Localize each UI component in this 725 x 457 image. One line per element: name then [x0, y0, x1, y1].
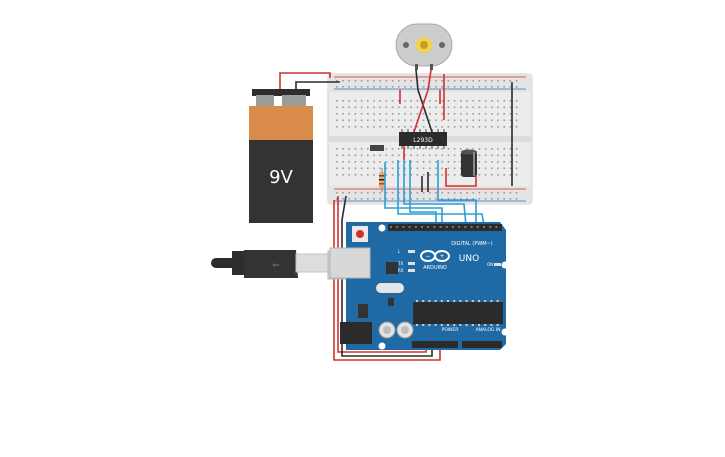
battery-9v[interactable]: 9V	[249, 89, 313, 223]
power-label: POWER	[442, 327, 459, 333]
ic-label: L293D	[413, 137, 433, 144]
crystal	[376, 283, 404, 293]
svg-text:+: +	[439, 253, 444, 260]
digital-header[interactable]	[388, 224, 502, 231]
analog-header[interactable]	[462, 341, 502, 348]
l293d-ic[interactable]: L293D	[399, 129, 447, 149]
voltage-regulator	[358, 304, 368, 318]
power-jack	[340, 322, 372, 344]
svg-text:−: −	[425, 253, 430, 260]
atmega-chip	[413, 302, 503, 324]
tx-led-label: TX	[397, 261, 403, 266]
usb-port	[329, 247, 371, 279]
analog-label: ANALOG IN	[475, 327, 500, 333]
battery-label: 9V	[269, 167, 293, 188]
resistor[interactable]	[379, 168, 385, 192]
l-led-label: L	[398, 249, 401, 254]
arduino-uno[interactable]: DIGITAL (PWM~) − + UNO ARDUINO L TX RX O…	[329, 222, 509, 350]
digital-header-pins	[390, 226, 498, 228]
atmega-pins	[416, 300, 499, 326]
usb-chip	[386, 262, 398, 274]
rx-led-label: RX	[398, 268, 404, 273]
power-header[interactable]	[412, 341, 458, 348]
breadboard-holes	[336, 80, 518, 200]
digital-label: DIGITAL (PWM~)	[451, 241, 493, 247]
arduino-logo-icon: − +	[420, 250, 450, 262]
on-led-label: ON	[487, 262, 493, 267]
arduino-model: UNO	[459, 254, 479, 264]
dc-motor[interactable]	[395, 23, 453, 70]
usb-symbol-icon: ⇐	[272, 261, 280, 271]
breadboard-switch[interactable]	[370, 145, 384, 151]
arduino-brand: ARDUINO	[423, 265, 447, 271]
electrolytic-capacitor[interactable]	[461, 149, 477, 178]
